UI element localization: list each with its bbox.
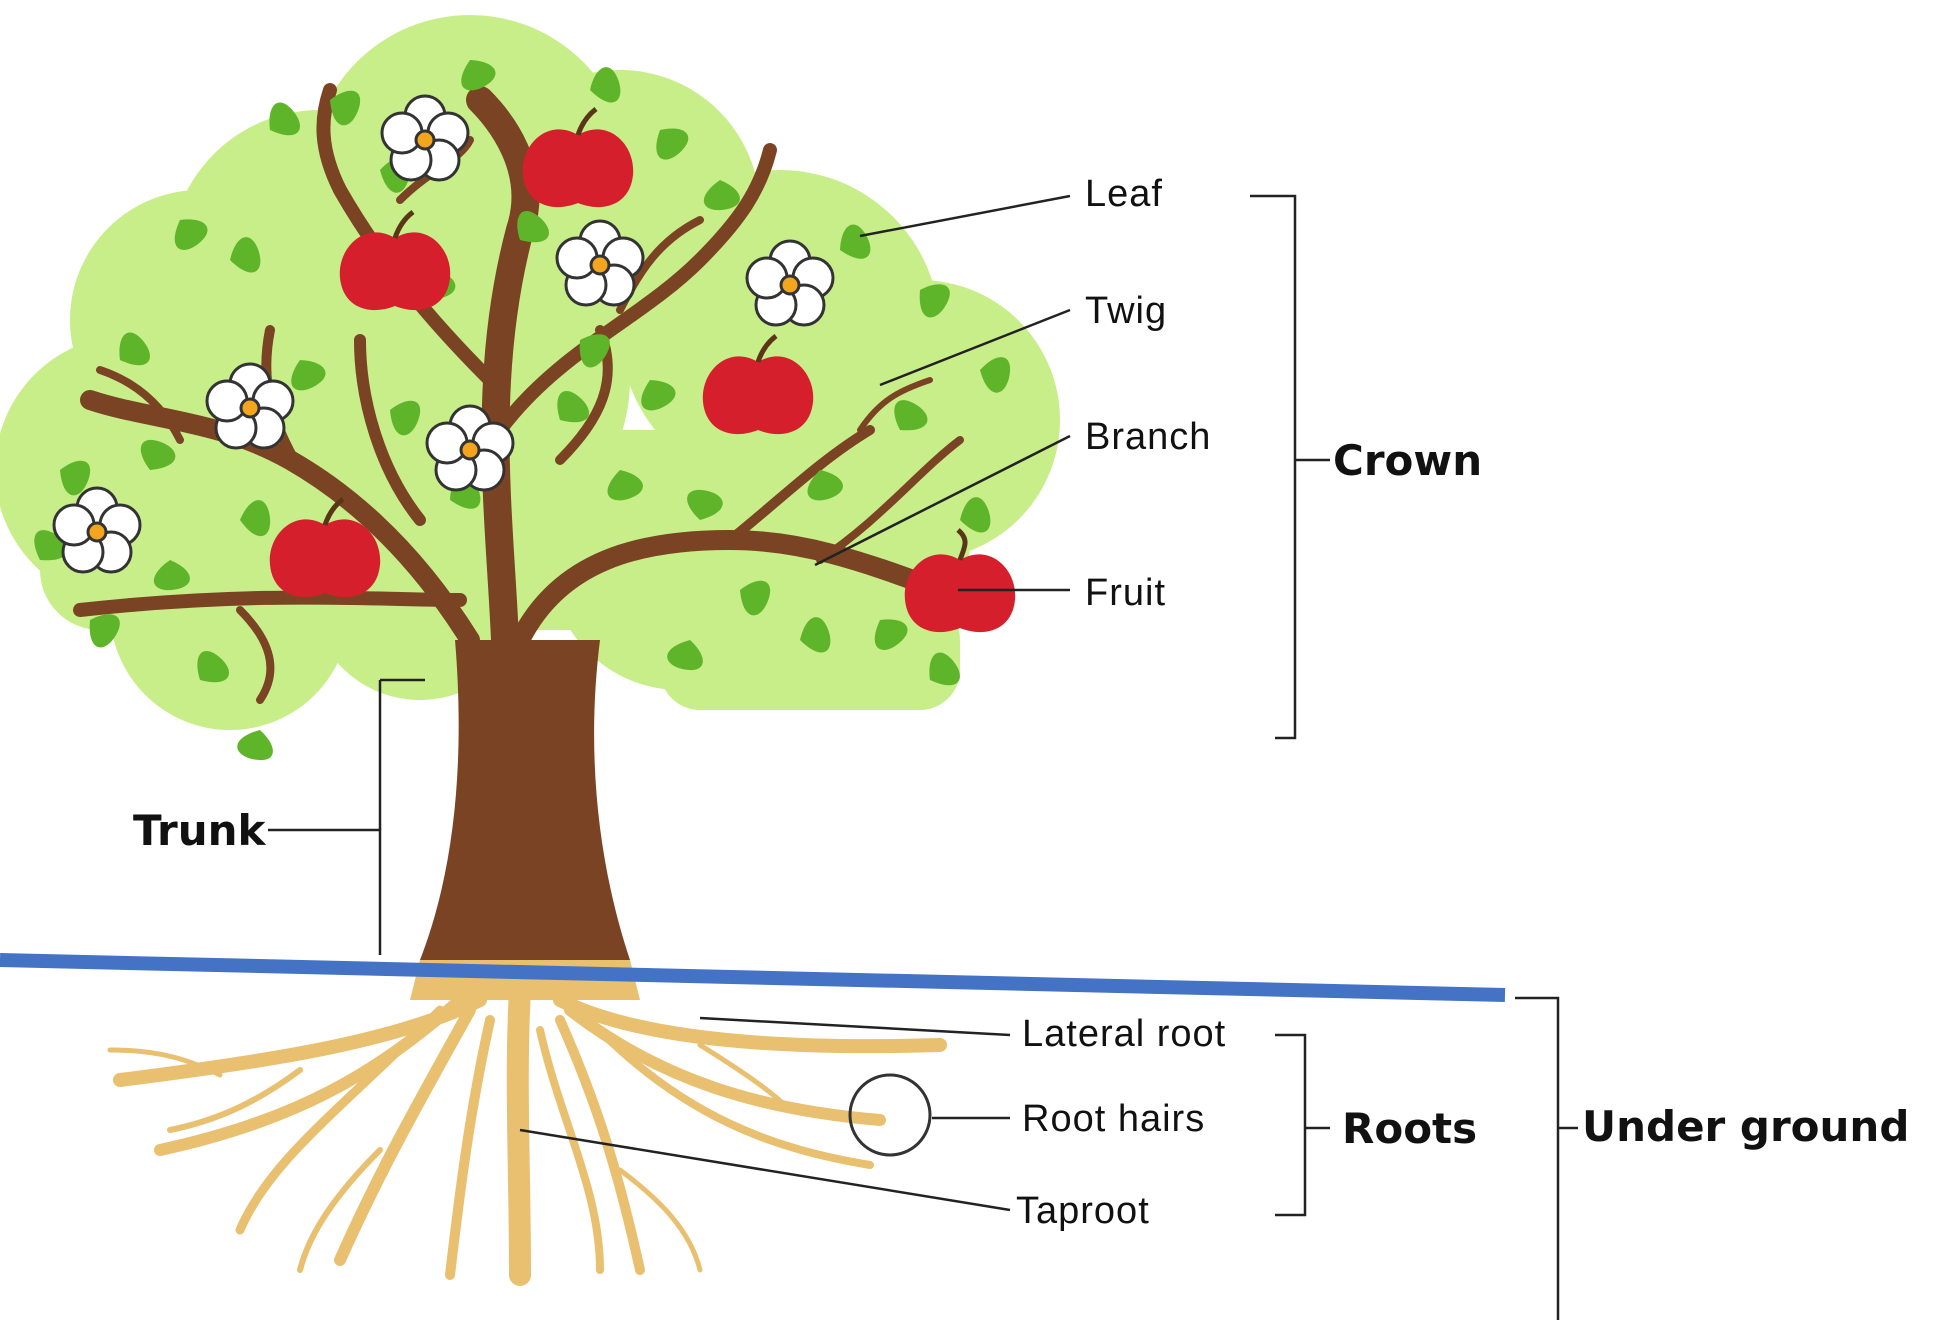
roots-bracket	[1275, 1033, 1307, 1217]
apples	[269, 107, 1016, 633]
label-trunk: Trunk	[133, 806, 266, 855]
label-twig: Twig	[1085, 290, 1168, 332]
ground-line	[0, 953, 1506, 1002]
apple-icon	[339, 210, 451, 311]
apple-icon	[522, 107, 634, 208]
flower-icon	[425, 404, 515, 492]
label-leaf: Leaf	[1085, 173, 1163, 215]
label-branch: Branch	[1085, 416, 1212, 458]
flower-icon	[205, 362, 295, 450]
flowers	[52, 94, 835, 574]
label-under-ground: Under ground	[1582, 1102, 1910, 1151]
label-roots: Roots	[1342, 1104, 1478, 1153]
flower-icon	[52, 486, 142, 574]
label-crown: Crown	[1333, 436, 1483, 485]
flower-icon	[745, 239, 835, 327]
label-lateral-root: Lateral root	[1022, 1013, 1227, 1055]
root-hairs-circle	[848, 1073, 932, 1157]
leaves	[34, 60, 1011, 761]
label-taproot: Taproot	[1016, 1190, 1150, 1232]
label-root-hairs: Root hairs	[1022, 1098, 1206, 1140]
brackets	[1250, 194, 1578, 1320]
apple-icon	[702, 334, 814, 435]
leader-lines	[268, 194, 1071, 1212]
flower-icon	[555, 219, 645, 307]
crown-bracket	[1250, 194, 1297, 740]
apple-icon	[269, 497, 381, 598]
apple-icon	[904, 528, 1016, 633]
flower-icon	[380, 94, 470, 182]
trunk	[420, 640, 630, 960]
tree-branches	[73, 83, 964, 704]
under-ground-bracket	[1515, 996, 1560, 1320]
roots	[107, 960, 947, 1286]
label-fruit: Fruit	[1085, 572, 1166, 614]
